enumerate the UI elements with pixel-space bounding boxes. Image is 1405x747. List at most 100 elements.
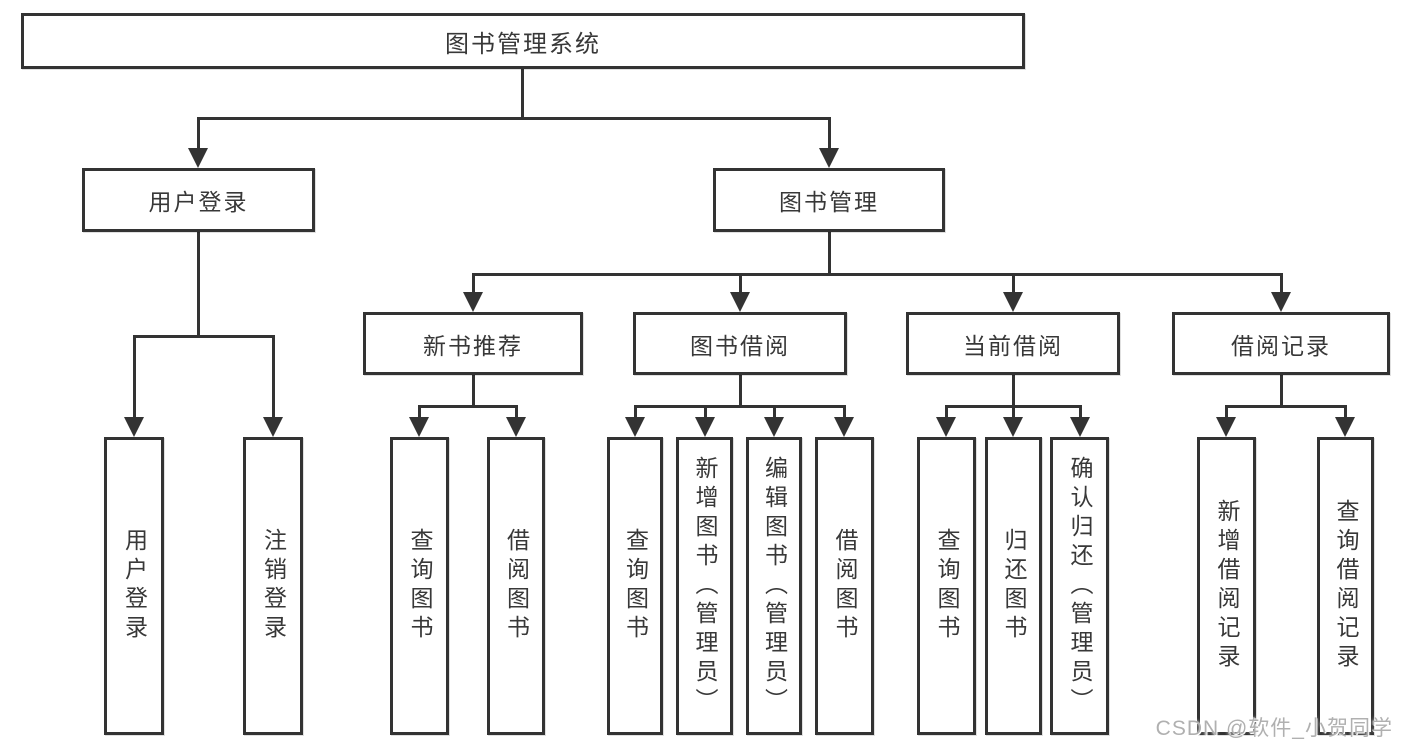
arrow-stem	[1343, 405, 1347, 417]
arrow-leaf	[1003, 405, 1023, 437]
arrow-stem	[271, 335, 275, 417]
node-book-borrow: 图书借阅	[633, 312, 847, 375]
leaf-label: 借阅图书	[503, 528, 530, 644]
leaf-label: 归还图书	[1001, 528, 1027, 644]
arrow-leaf	[1070, 405, 1090, 437]
leaf-label: 新增借阅记录	[1214, 499, 1240, 673]
leaf-user-login: 用户登录	[104, 437, 164, 735]
leaf-query-books-recommend: 查询图书	[390, 437, 449, 735]
arrow-to-user-login	[188, 117, 208, 168]
leaf-add-books-admin: 新增图书（管理员）	[676, 437, 733, 735]
leaf-query-books-current: 查询图书	[917, 437, 976, 735]
leaf-label: 编辑图书（管理员）	[761, 455, 788, 717]
arrow-down-icon	[1271, 292, 1291, 312]
node-book-management: 图书管理	[713, 168, 945, 232]
leaf-borrow-books: 借阅图书	[815, 437, 874, 735]
arrow-leaf	[506, 405, 526, 437]
node-label: 新书推荐	[423, 332, 523, 359]
arrow-stem	[842, 405, 846, 417]
arrow-leaf	[625, 405, 645, 437]
arrow-down-icon	[506, 417, 526, 437]
arrow-down-icon	[1216, 417, 1236, 437]
connector-borrow-records-split	[1225, 405, 1346, 408]
arrow-leaf	[1216, 405, 1236, 437]
csdn-watermark: CSDN @软件_小贺同学	[1155, 717, 1393, 740]
arrow-down-icon	[819, 148, 839, 168]
arrow-stem	[827, 117, 831, 148]
node-current-borrow: 当前借阅	[906, 312, 1120, 375]
arrow-stem	[417, 405, 421, 417]
arrow-to-book-borrow	[730, 273, 750, 312]
arrow-stem	[1224, 405, 1228, 417]
arrow-to-book-management	[819, 117, 839, 168]
node-label: 用户登录	[148, 189, 249, 215]
arrow-down-icon	[263, 417, 283, 437]
leaf-label: 查询借阅记录	[1333, 499, 1359, 673]
connector-new-book-split	[418, 405, 517, 408]
node-label: 图书借阅	[690, 332, 790, 359]
arrow-down-icon	[463, 292, 483, 312]
arrow-stem	[132, 335, 136, 417]
connector-book-mgmt-stub	[828, 232, 831, 273]
arrow-down-icon	[1335, 417, 1355, 437]
arrow-down-icon	[124, 417, 144, 437]
arrow-stem	[772, 405, 776, 417]
arrow-down-icon	[1003, 417, 1023, 437]
arrow-stem	[196, 117, 200, 148]
arrow-leaf	[834, 405, 854, 437]
arrow-leaf	[695, 405, 715, 437]
arrow-stem	[471, 273, 475, 292]
arrow-stem	[703, 405, 707, 417]
connector-root-stub	[521, 69, 524, 117]
node-borrow-records: 借阅记录	[1172, 312, 1390, 375]
arrow-down-icon	[1070, 417, 1090, 437]
arrow-leaf	[409, 405, 429, 437]
arrow-down-icon	[695, 417, 715, 437]
arrow-down-icon	[936, 417, 956, 437]
leaf-confirm-return-admin: 确认归还（管理员）	[1050, 437, 1109, 735]
node-label: 图书管理	[779, 189, 879, 215]
arrow-stem	[514, 405, 518, 417]
arrow-stem	[1011, 405, 1015, 417]
arrow-down-icon	[1003, 292, 1023, 312]
leaf-edit-books-admin: 编辑图书（管理员）	[746, 437, 802, 735]
arrow-to-leaf-login	[124, 335, 144, 437]
arrow-leaf	[1335, 405, 1355, 437]
connector-new-book-stub	[472, 375, 475, 405]
leaf-label: 借阅图书	[832, 528, 858, 644]
leaf-label: 查询图书	[622, 528, 649, 644]
arrow-down-icon	[409, 417, 429, 437]
arrow-stem	[944, 405, 948, 417]
arrow-leaf	[764, 405, 784, 437]
leaf-return-books: 归还图书	[985, 437, 1042, 735]
leaf-label: 查询图书	[934, 528, 960, 644]
arrow-to-current-borrow	[1003, 273, 1023, 312]
arrow-to-borrow-records	[1271, 273, 1291, 312]
node-root-system: 图书管理系统	[21, 13, 1025, 69]
arrow-down-icon	[188, 148, 208, 168]
leaf-label: 注销登录	[260, 528, 287, 644]
connector-borrow-records-stub	[1280, 375, 1283, 405]
arrow-stem	[738, 273, 742, 292]
arrow-to-new-book-recommend	[463, 273, 483, 312]
arrow-leaf	[936, 405, 956, 437]
connector-current-borrow-stub	[1012, 375, 1015, 405]
leaf-query-books-borrow: 查询图书	[607, 437, 663, 735]
arrow-stem	[633, 405, 637, 417]
leaf-add-borrow-record: 新增借阅记录	[1197, 437, 1256, 735]
leaf-query-borrow-record: 查询借阅记录	[1317, 437, 1374, 735]
connector-book-borrow-split	[634, 405, 845, 408]
leaf-label: 查询图书	[407, 528, 433, 644]
connector-user-login-split	[133, 335, 274, 338]
node-new-book-recommend: 新书推荐	[363, 312, 583, 375]
leaf-label: 新增图书（管理员）	[692, 455, 718, 717]
leaf-logout: 注销登录	[243, 437, 303, 735]
connector-user-login-stub	[197, 232, 200, 335]
arrow-down-icon	[834, 417, 854, 437]
leaf-label: 确认归还（管理员）	[1067, 455, 1093, 717]
arrow-to-leaf-logout	[263, 335, 283, 437]
connector-book-borrow-stub	[739, 375, 742, 405]
arrow-stem	[1011, 273, 1015, 292]
node-user-login: 用户登录	[82, 168, 315, 232]
